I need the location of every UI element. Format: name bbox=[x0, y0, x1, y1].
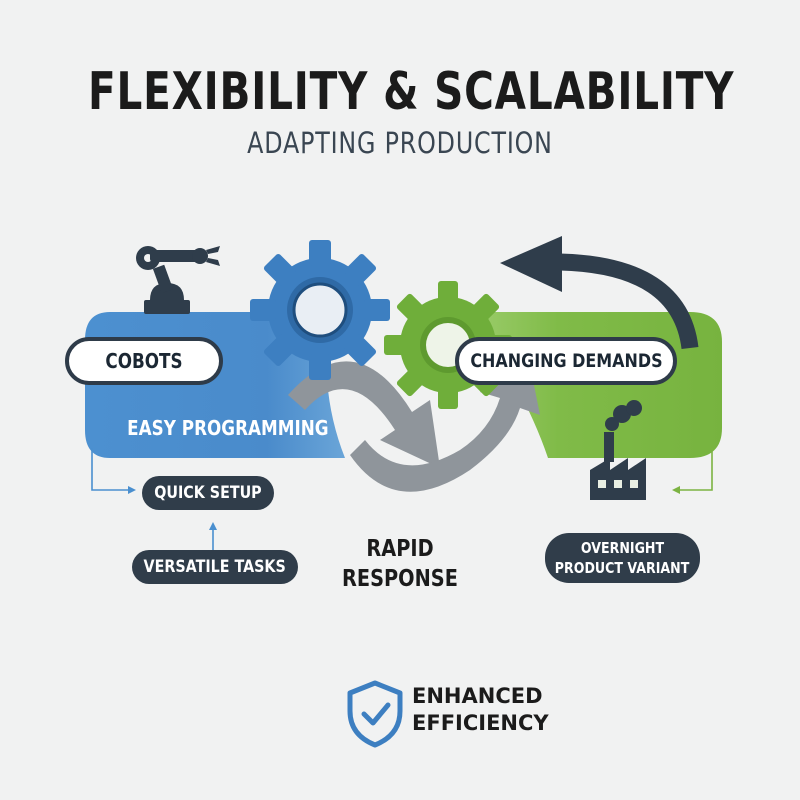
factory-icon bbox=[590, 400, 646, 500]
changing-demands-pill: CHANGING DEMANDS bbox=[455, 337, 677, 385]
response-text: RESPONSE bbox=[342, 566, 458, 592]
page-subtitle: ADAPTING PRODUCTION bbox=[247, 126, 553, 160]
quick-setup-text: QUICK SETUP bbox=[154, 483, 262, 503]
efficiency-text: EFFICIENCY bbox=[412, 711, 549, 735]
overnight-variant-badge: OVERNIGHT PRODUCT VARIANT bbox=[545, 533, 700, 583]
cobots-label: COBOTS bbox=[105, 349, 183, 373]
connector-lines bbox=[91, 448, 713, 550]
enhanced-efficiency-label: ENHANCED EFFICIENCY bbox=[412, 683, 549, 737]
enhanced-text: ENHANCED bbox=[412, 684, 543, 708]
quick-setup-badge: QUICK SETUP bbox=[142, 476, 274, 510]
rapid-text: RAPID bbox=[366, 536, 434, 562]
versatile-tasks-text: VERSATILE TASKS bbox=[143, 557, 287, 577]
curved-arrow-icon bbox=[500, 236, 699, 350]
blue-gear-icon bbox=[250, 240, 390, 380]
changing-demands-label: CHANGING DEMANDS bbox=[469, 350, 663, 372]
shield-check-icon bbox=[347, 680, 403, 748]
cobots-pill: COBOTS bbox=[65, 337, 223, 385]
rapid-response-label: RAPID RESPONSE bbox=[330, 534, 470, 594]
page-title: FLEXIBILITY & SCALABILITY bbox=[88, 62, 735, 122]
overnight-text: OVERNIGHT bbox=[580, 539, 665, 557]
robot-arm-icon bbox=[136, 246, 220, 314]
versatile-tasks-badge: VERSATILE TASKS bbox=[132, 550, 298, 584]
easy-programming-label: EASY PROGRAMMING bbox=[108, 416, 328, 440]
easy-programming-text: EASY PROGRAMMING bbox=[127, 416, 329, 440]
product-variant-text: PRODUCT VARIANT bbox=[555, 559, 690, 577]
